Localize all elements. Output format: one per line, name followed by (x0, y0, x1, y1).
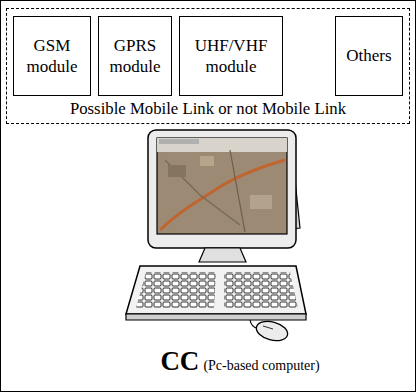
computer-caption: CC (Pc-based computer) (120, 346, 360, 377)
module-box: UHF/VHF module (179, 16, 283, 96)
module-box: GSM module (13, 16, 91, 96)
module-box: GPRS module (98, 16, 172, 96)
computer-name: CC (160, 346, 199, 376)
keyboard (126, 266, 306, 314)
computer-description: (Pc-based computer) (203, 358, 319, 373)
module-label: Others (346, 45, 391, 66)
monitor-stand (199, 248, 246, 262)
mouse (254, 318, 290, 344)
module-label: UHF/VHF module (184, 35, 278, 78)
mouse-button (263, 326, 273, 329)
keyboard-keys (136, 272, 216, 308)
map-detail (157, 138, 287, 232)
keyboard-edge (126, 314, 306, 320)
map-screen (157, 138, 287, 234)
module-box: Others (335, 16, 403, 96)
keyboard-keys (224, 272, 298, 308)
region-caption: Possible Mobile Link or not Mobile Link (7, 99, 409, 120)
module-label: GSM module (18, 35, 86, 78)
link-region: Possible Mobile Link or not Mobile Link G… (6, 8, 410, 124)
monitor-bezel (148, 130, 296, 248)
module-label: GPRS module (103, 35, 167, 78)
